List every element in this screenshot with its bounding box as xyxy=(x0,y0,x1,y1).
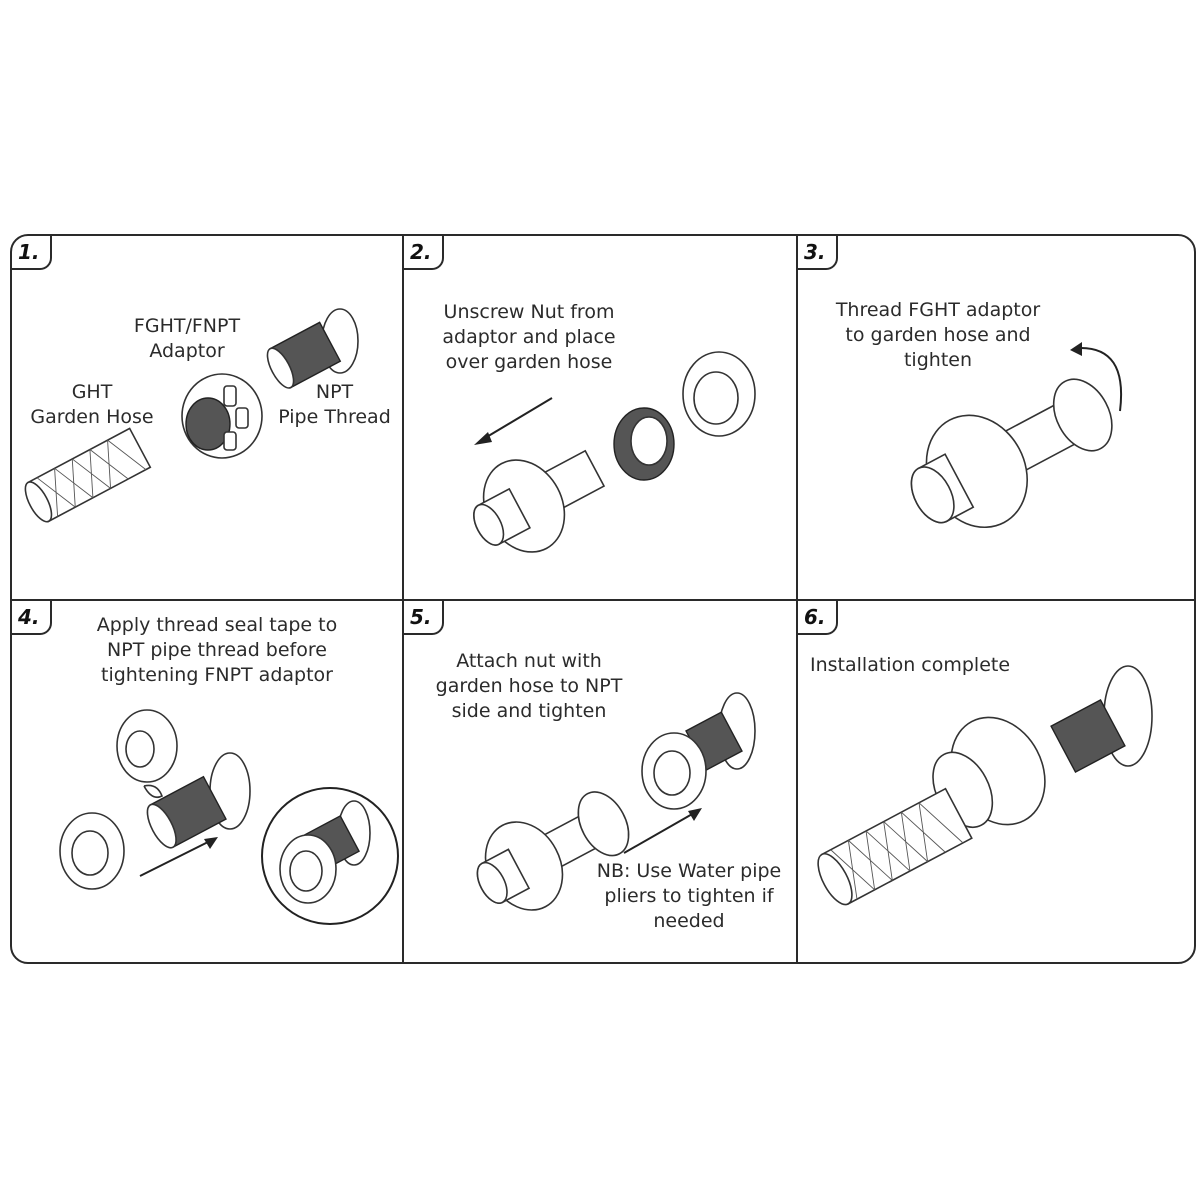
arrow-left-icon xyxy=(474,397,553,445)
nut-icon xyxy=(613,407,675,481)
step-caption: Thread FGHT adaptor to garden hose and t… xyxy=(835,299,1041,371)
seal-tape-illustration xyxy=(59,709,399,925)
exploded-parts-illustration xyxy=(24,308,359,523)
arrow-right-icon xyxy=(623,808,702,854)
adaptor-body-icon xyxy=(682,351,756,437)
unscrew-nut-illustration xyxy=(473,351,756,553)
step-caption: Attach nut with garden hose to NPT side … xyxy=(435,650,623,722)
step-number-badge: 1. xyxy=(12,236,52,270)
divider-horizontal xyxy=(12,599,1194,601)
step-number-badge: 5. xyxy=(404,601,444,635)
npt-pipe-thread-icon xyxy=(146,752,251,849)
step-panel-6: 6. Installation complete xyxy=(798,601,1194,962)
step-number-badge: 4. xyxy=(12,601,52,635)
garden-hose-icon xyxy=(24,427,152,523)
step-caption: Unscrew Nut from adaptor and place over … xyxy=(442,301,616,373)
step-panel-5: 5. Attach nut with garden hose to NPT si… xyxy=(404,601,796,962)
inset-detail-circle xyxy=(261,787,399,925)
rotate-arrow-icon xyxy=(1070,342,1122,412)
arrow-right-icon xyxy=(139,837,218,877)
hose-assembly-icon xyxy=(476,791,630,911)
adaptor-icon xyxy=(59,812,125,890)
step-panel-4: 4. Apply thread seal tape to NPT pipe th… xyxy=(12,601,402,962)
npt-pipe-thread-icon xyxy=(266,308,359,389)
step-caption: Installation complete xyxy=(810,654,1011,676)
installation-complete-illustration xyxy=(817,665,1153,906)
adaptor-label: FGHT/FNPT Adaptor xyxy=(133,315,241,362)
step-caption: Apply thread seal tape to NPT pipe threa… xyxy=(96,614,338,686)
attach-nut-illustration xyxy=(476,692,756,911)
step-panel-1: 1. FGHT/FNPT Adaptor GHT Garden Hose NPT… xyxy=(12,236,402,599)
pipe-thread-label: NPT Pipe Thread xyxy=(278,381,391,428)
pliers-note: NB: Use Water pipe pliers to tighten if … xyxy=(596,860,782,932)
step-number-badge: 6. xyxy=(798,601,838,635)
step-panel-2: 2. Unscrew Nut from adaptor and place ov… xyxy=(404,236,796,599)
assembled-adaptor-icon xyxy=(910,378,1113,529)
garden-hose-label: GHT Garden Hose xyxy=(30,381,154,428)
hose-with-nut-icon xyxy=(473,449,606,553)
step-panel-3: 3. Thread FGHT adaptor to garden hose an… xyxy=(798,236,1194,599)
complete-assembly-icon xyxy=(817,665,1153,906)
step-number-badge: 2. xyxy=(404,236,444,270)
thread-adaptor-illustration xyxy=(910,342,1122,529)
adaptor-on-pipe-icon xyxy=(641,692,756,810)
instruction-sheet: 1. FGHT/FNPT Adaptor GHT Garden Hose NPT… xyxy=(10,234,1196,964)
step-number-badge: 3. xyxy=(798,236,838,270)
tape-roll-icon xyxy=(116,709,178,799)
adaptor-icon xyxy=(181,373,263,459)
